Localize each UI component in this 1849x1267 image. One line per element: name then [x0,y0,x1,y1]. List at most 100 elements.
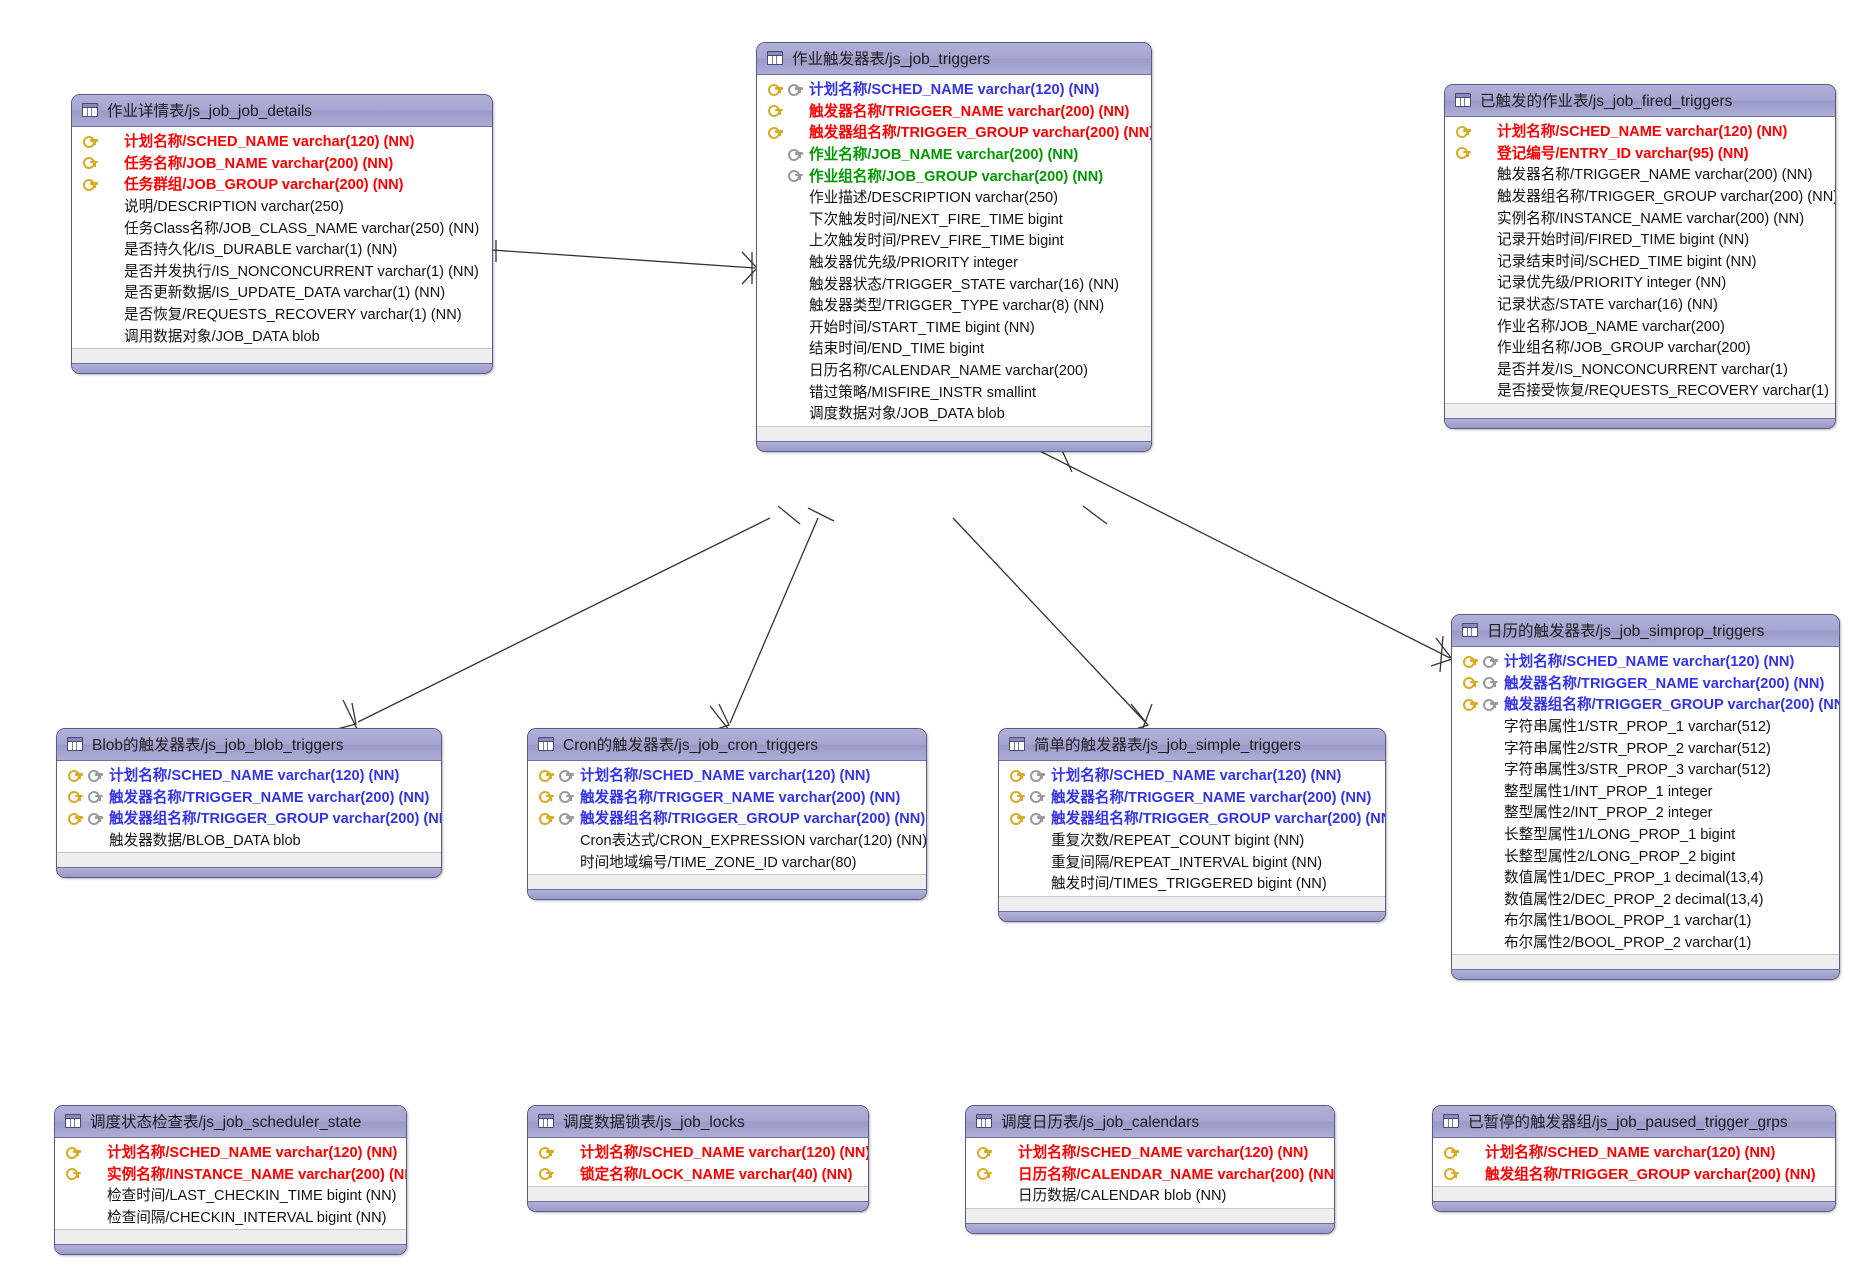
table-icon [976,1114,992,1128]
column-label: 触发器类型/TRIGGER_TYPE varchar(8) (NN) [809,298,1105,315]
entity-column[interactable]: 下次触发时间/NEXT_FIRE_TIME bigint [757,208,1151,230]
entity-column[interactable]: Cron表达式/CRON_EXPRESSION varchar(120) (NN… [528,829,926,851]
entity-column[interactable]: 触发器组名称/TRIGGER_GROUP varchar(200) (NN) [757,121,1151,143]
entity-column[interactable]: 重复间隔/REPEAT_INTERVAL bigint (NN) [999,850,1385,872]
column-list: 计划名称/SCHED_NAME varchar(120) (NN)触发器名称/T… [57,761,441,853]
entity-column[interactable]: 字符串属性2/STR_PROP_2 varchar(512) [1452,736,1839,758]
entity-column[interactable]: 作业名称/JOB_NAME varchar(200) [1445,314,1835,336]
entity-js-job-calendars[interactable]: 调度日历表/js_job_calendars 计划名称/SCHED_NAME v… [965,1105,1335,1234]
entity-column[interactable]: 触发器名称/TRIGGER_NAME varchar(200) (NN) [1452,672,1839,694]
entity-column[interactable]: 错过策略/MISFIRE_INSTR smallint [757,380,1151,402]
entity-column[interactable]: 记录结束时间/SCHED_TIME bigint (NN) [1445,250,1835,272]
entity-column[interactable]: 触发器组名称/TRIGGER_GROUP varchar(200) (NN) [1445,185,1835,207]
entity-column[interactable]: 计划名称/SCHED_NAME varchar(120) (NN) [966,1141,1334,1163]
entity-column[interactable]: 数值属性2/DEC_PROP_2 decimal(13,4) [1452,888,1839,910]
entity-column[interactable]: 计划名称/SCHED_NAME varchar(120) (NN) [1433,1141,1835,1163]
fk-slot [556,769,576,782]
entity-column[interactable]: 布尔属性2/BOOL_PROP_2 varchar(1) [1452,931,1839,953]
column-label: 触发器优先级/PRIORITY integer [809,255,1018,272]
entity-column[interactable]: 计划名称/SCHED_NAME varchar(120) (NN) [528,764,926,786]
entity-js-job-simprop-triggers[interactable]: 日历的触发器表/js_job_simprop_triggers 计划名称/SCH… [1451,614,1840,981]
entity-column[interactable]: 检查时间/LAST_CHECKIN_TIME bigint (NN) [55,1184,406,1206]
entity-column[interactable]: 长整型属性2/LONG_PROP_2 bigint [1452,844,1839,866]
entity-column[interactable]: 作业组名称/JOB_GROUP varchar(200) (NN) [757,164,1151,186]
entity-column[interactable]: 任务Class名称/JOB_CLASS_NAME varchar(250) (N… [72,216,492,238]
entity-column[interactable]: 数值属性1/DEC_PROP_1 decimal(13,4) [1452,866,1839,888]
entity-column[interactable]: 是否并发执行/IS_NONCONCURRENT varchar(1) (NN) [72,260,492,282]
entity-column[interactable]: 触发器状态/TRIGGER_STATE varchar(16) (NN) [757,272,1151,294]
entity-column[interactable]: 日历名称/CALENDAR_NAME varchar(200) [757,359,1151,381]
entity-column[interactable]: 触发器名称/TRIGGER_NAME varchar(200) (NN) [1445,163,1835,185]
entity-column[interactable]: 结束时间/END_TIME bigint [757,337,1151,359]
entity-column[interactable]: 是否接受恢复/REQUESTS_RECOVERY varchar(1) [1445,379,1835,401]
entity-column[interactable]: 作业名称/JOB_NAME varchar(200) (NN) [757,143,1151,165]
entity-column[interactable]: 触发器名称/TRIGGER_NAME varchar(200) (NN) [757,100,1151,122]
entity-column[interactable]: 计划名称/SCHED_NAME varchar(120) (NN) [57,764,441,786]
entity-column[interactable]: 是否持久化/IS_DURABLE varchar(1) (NN) [72,238,492,260]
entity-column[interactable]: 调用数据对象/JOB_DATA blob [72,324,492,346]
entity-column[interactable]: 任务名称/JOB_NAME varchar(200) (NN) [72,152,492,174]
entity-column[interactable]: 实例名称/INSTANCE_NAME varchar(200) (NN) [55,1163,406,1185]
entity-column[interactable]: 计划名称/SCHED_NAME varchar(120) (NN) [72,130,492,152]
entity-column[interactable]: 长整型属性1/LONG_PROP_1 bigint [1452,823,1839,845]
entity-column[interactable]: 计划名称/SCHED_NAME varchar(120) (NN) [757,78,1151,100]
entity-js-job-simple-triggers[interactable]: 简单的触发器表/js_job_simple_triggers 计划名称/SCHE… [998,728,1386,922]
entity-column[interactable]: 布尔属性1/BOOL_PROP_1 varchar(1) [1452,909,1839,931]
entity-footer [966,1207,1334,1223]
entity-column[interactable]: 计划名称/SCHED_NAME varchar(120) (NN) [1445,120,1835,142]
entity-column[interactable]: 触发器名称/TRIGGER_NAME varchar(200) (NN) [57,786,441,808]
entity-column[interactable]: 计划名称/SCHED_NAME varchar(120) (NN) [1452,650,1839,672]
entity-column[interactable]: 触发器组名称/TRIGGER_GROUP varchar(200) (NN) [999,807,1385,829]
silver-key-icon [1029,812,1045,825]
entity-column[interactable]: 检查间隔/CHECKIN_INTERVAL bigint (NN) [55,1206,406,1228]
entity-column[interactable]: 触发组名称/TRIGGER_GROUP varchar(200) (NN) [1433,1163,1835,1185]
entity-column[interactable]: 触发器优先级/PRIORITY integer [757,251,1151,273]
entity-column[interactable]: 触发器组名称/TRIGGER_GROUP varchar(200) (NN) [1452,693,1839,715]
entity-column[interactable]: 记录状态/STATE varchar(16) (NN) [1445,293,1835,315]
entity-js-job-job-details[interactable]: 作业详情表/js_job_job_details 计划名称/SCHED_NAME… [71,94,493,374]
entity-column[interactable]: 日历数据/CALENDAR blob (NN) [966,1184,1334,1206]
entity-js-job-scheduler-state[interactable]: 调度状态检查表/js_job_scheduler_state 计划名称/SCHE… [54,1105,407,1256]
entity-column[interactable]: 作业描述/DESCRIPTION varchar(250) [757,186,1151,208]
entity-column[interactable]: 触发器类型/TRIGGER_TYPE varchar(8) (NN) [757,294,1151,316]
entity-column[interactable]: 整型属性2/INT_PROP_2 integer [1452,801,1839,823]
pk-slot [65,812,85,825]
entity-column[interactable]: 说明/DESCRIPTION varchar(250) [72,195,492,217]
entity-js-job-cron-triggers[interactable]: Cron的触发器表/js_job_cron_triggers 计划名称/SCHE… [527,728,927,900]
entity-column[interactable]: 触发器名称/TRIGGER_NAME varchar(200) (NN) [528,786,926,808]
entity-js-job-triggers[interactable]: 作业触发器表/js_job_triggers 计划名称/SCHED_NAME v… [756,42,1152,452]
entity-column[interactable]: 整型属性1/INT_PROP_1 integer [1452,780,1839,802]
entity-column[interactable]: 任务群组/JOB_GROUP varchar(200) (NN) [72,173,492,195]
entity-column[interactable]: 时间地域编号/TIME_ZONE_ID varchar(80) [528,850,926,872]
entity-column[interactable]: 字符串属性3/STR_PROP_3 varchar(512) [1452,758,1839,780]
entity-js-job-fired-triggers[interactable]: 已触发的作业表/js_job_fired_triggers 计划名称/SCHED… [1444,84,1836,429]
entity-column[interactable]: 字符串属性1/STR_PROP_1 varchar(512) [1452,715,1839,737]
entity-column[interactable]: 记录优先级/PRIORITY integer (NN) [1445,271,1835,293]
entity-column[interactable]: 是否更新数据/IS_UPDATE_DATA varchar(1) (NN) [72,281,492,303]
entity-js-job-locks[interactable]: 调度数据锁表/js_job_locks 计划名称/SCHED_NAME varc… [527,1105,869,1213]
entity-js-job-paused-trigger-grps[interactable]: 已暂停的触发器组/js_job_paused_trigger_grps 计划名称… [1432,1105,1836,1213]
entity-column[interactable]: 触发器组名称/TRIGGER_GROUP varchar(200) (NN) [528,807,926,829]
entity-column[interactable]: 锁定名称/LOCK_NAME varchar(40) (NN) [528,1163,868,1185]
entity-column[interactable]: 触发时间/TIMES_TRIGGERED bigint (NN) [999,872,1385,894]
entity-column[interactable]: 计划名称/SCHED_NAME varchar(120) (NN) [528,1141,868,1163]
entity-column[interactable]: 日历名称/CALENDAR_NAME varchar(200) (NN) [966,1163,1334,1185]
entity-column[interactable]: 计划名称/SCHED_NAME varchar(120) (NN) [55,1141,406,1163]
entity-column[interactable]: 是否并发/IS_NONCONCURRENT varchar(1) [1445,358,1835,380]
entity-column[interactable]: 实例名称/INSTANCE_NAME varchar(200) (NN) [1445,206,1835,228]
entity-column[interactable]: 触发器组名称/TRIGGER_GROUP varchar(200) (NN) [57,807,441,829]
entity-column[interactable]: 触发器数据/BLOB_DATA blob [57,829,441,851]
entity-column[interactable]: 触发器名称/TRIGGER_NAME varchar(200) (NN) [999,786,1385,808]
entity-column[interactable]: 重复次数/REPEAT_COUNT bigint (NN) [999,829,1385,851]
entity-column[interactable]: 调度数据对象/JOB_DATA blob [757,402,1151,424]
gold-key-icon [1009,769,1025,782]
entity-column[interactable]: 记录开始时间/FIRED_TIME bigint (NN) [1445,228,1835,250]
entity-js-job-blob-triggers[interactable]: Blob的触发器表/js_job_blob_triggers 计划名称/SCHE… [56,728,442,879]
entity-column[interactable]: 作业组名称/JOB_GROUP varchar(200) [1445,336,1835,358]
entity-column[interactable]: 是否恢复/REQUESTS_RECOVERY varchar(1) (NN) [72,303,492,325]
entity-column[interactable]: 登记编号/ENTRY_ID varchar(95) (NN) [1445,142,1835,164]
entity-column[interactable]: 上次触发时间/PREV_FIRE_TIME bigint [757,229,1151,251]
entity-column[interactable]: 计划名称/SCHED_NAME varchar(120) (NN) [999,764,1385,786]
entity-column[interactable]: 开始时间/START_TIME bigint (NN) [757,316,1151,338]
column-label: 结束时间/END_TIME bigint [809,341,985,358]
